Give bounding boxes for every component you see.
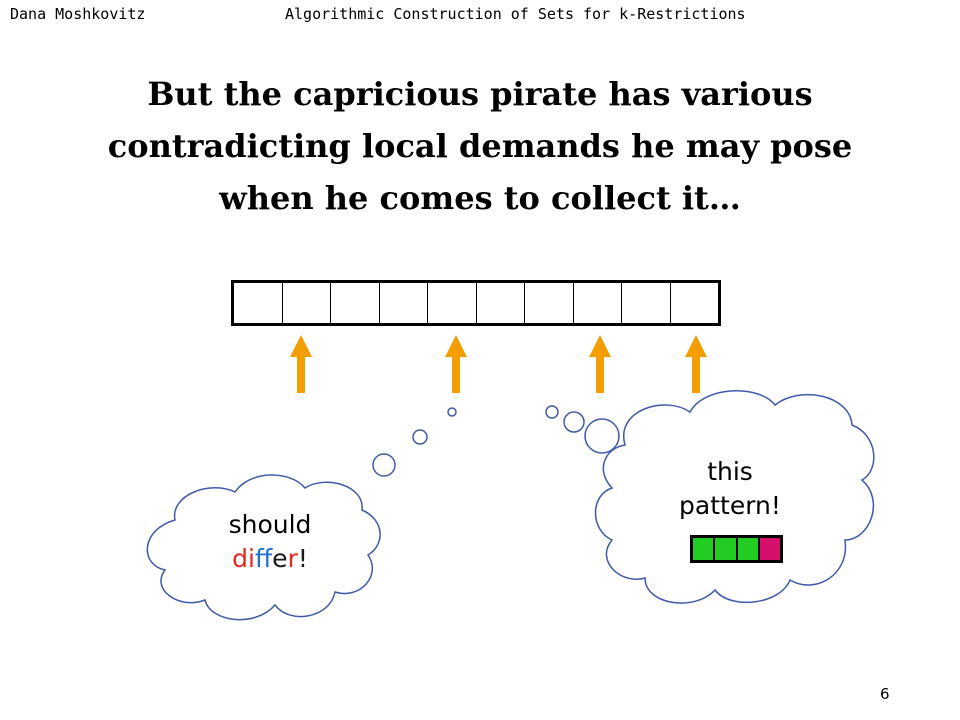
arrow-up-icon-2	[445, 335, 467, 393]
bit-cell	[234, 283, 283, 323]
bit-cell	[283, 283, 331, 323]
pattern-cell	[693, 538, 716, 560]
right-cloud-text: this pattern!	[610, 455, 850, 523]
differ-letter: !	[297, 544, 308, 573]
differ-letter: i	[247, 544, 255, 573]
left-cloud-line-differ: differ!	[160, 542, 380, 576]
differ-letter: f	[254, 544, 273, 573]
bit-array	[231, 280, 721, 326]
slide-title: But the capricious pirate has various co…	[60, 68, 900, 224]
bit-cell	[574, 283, 622, 323]
bit-cell	[525, 283, 574, 323]
differ-letter: d	[232, 544, 248, 573]
slide-title-line-2: contradicting local demands he may pose	[107, 127, 853, 165]
header-author: Dana Moshkovitz	[10, 5, 146, 23]
right-cloud-line-this: this	[707, 457, 753, 486]
arrow-up-icon-4	[685, 335, 707, 393]
page-number: 6	[880, 685, 890, 703]
left-cloud-line-should: should	[228, 510, 312, 539]
pattern-cell	[737, 538, 760, 560]
left-thought-bubble-trail	[372, 407, 457, 477]
bit-cell	[380, 283, 428, 323]
header-title: Algorithmic Construction of Sets for k-R…	[285, 5, 746, 23]
bit-cell	[622, 283, 671, 323]
differ-letter: e	[272, 544, 288, 573]
arrow-up-icon-1	[290, 335, 312, 393]
bit-cell	[331, 283, 380, 323]
right-thought-bubble-trail	[545, 405, 620, 454]
arrow-up-icon-3	[589, 335, 611, 393]
bit-pattern	[690, 535, 783, 563]
pattern-cell	[759, 538, 780, 560]
right-cloud-line-pattern: pattern!	[679, 491, 781, 520]
pattern-cell	[715, 538, 738, 560]
left-thought-cloud-icon	[146, 474, 381, 621]
differ-letter: r	[287, 544, 298, 573]
slide-title-line-3: when he comes to collect it…	[219, 179, 741, 217]
right-thought-cloud-icon	[594, 390, 875, 604]
bit-cell	[477, 283, 525, 323]
slide-title-line-1: But the capricious pirate has various	[147, 75, 813, 113]
left-cloud-text: should differ!	[160, 508, 380, 576]
bit-cell	[428, 283, 477, 323]
